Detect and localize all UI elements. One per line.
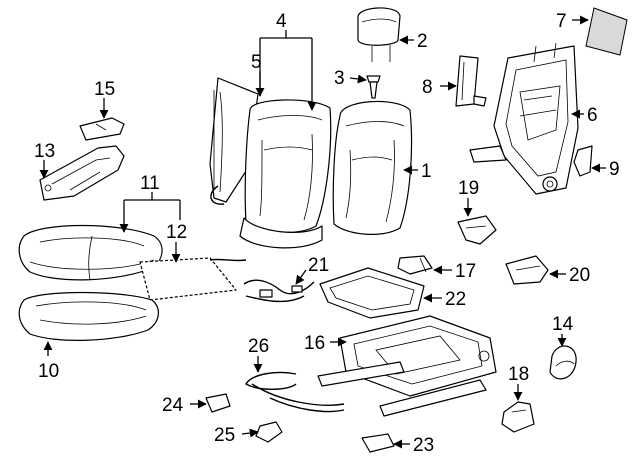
part-2-headrest (357, 7, 401, 62)
callout-4: 4 (276, 11, 287, 32)
callout-18: 18 (508, 364, 529, 385)
callout-8: 8 (422, 77, 433, 98)
callout-23: 23 (413, 435, 434, 456)
callout-1: 1 (421, 161, 432, 182)
callout-3: 3 (334, 68, 345, 89)
callout-20: 20 (569, 265, 590, 286)
part-21-wire-harness (243, 279, 315, 303)
part-11-cushion-cover (18, 224, 163, 281)
part-17-connector-cover (397, 255, 433, 275)
callout-25: 25 (214, 425, 235, 446)
callout-5: 5 (251, 52, 262, 73)
part-16-seat-track (317, 315, 497, 417)
part-23-cover (361, 433, 395, 453)
callout-22: 22 (445, 289, 466, 310)
part-26-lever (245, 371, 345, 413)
part-14-knob (549, 345, 577, 380)
part-8-side-airbag (455, 55, 487, 107)
part-9-hinge-cover (573, 145, 593, 177)
part-19-bracket (457, 215, 497, 245)
part-18-bracket (501, 401, 535, 433)
callout-7: 7 (556, 11, 567, 32)
callout-19: 19 (458, 178, 479, 199)
callout-26: 26 (248, 336, 269, 357)
callout-12: 12 (166, 222, 187, 243)
callout-14: 14 (552, 314, 574, 335)
callout-9: 9 (609, 159, 620, 180)
part-7-label-sheet (585, 7, 628, 56)
part-1-seatback-assembly (332, 100, 413, 235)
callout-16: 16 (304, 333, 325, 354)
part-6-seatback-frame (469, 42, 579, 195)
callout-24: 24 (162, 395, 184, 416)
part-3-headrest-guide (366, 75, 381, 99)
part-22-cushion-frame (319, 267, 425, 319)
part-20-bracket (505, 255, 549, 285)
callout-10: 10 (38, 361, 59, 382)
callout-11: 11 (140, 173, 160, 194)
callout-15: 15 (94, 79, 115, 100)
part-25-clip (255, 421, 283, 443)
callout-13: 13 (34, 141, 55, 162)
part-12-heater-mat (139, 257, 247, 301)
callout-17: 17 (455, 261, 476, 282)
part-4-seatback-cover (239, 99, 332, 249)
part-10-cushion-pad (18, 291, 159, 341)
callout-2: 2 (417, 31, 428, 52)
part-15-cover (79, 117, 125, 141)
leader-lines (39, 15, 606, 449)
part-13-side-shield (39, 145, 125, 201)
callout-21: 21 (308, 255, 329, 276)
part-24-clip (205, 393, 231, 413)
callout-6: 6 (587, 105, 598, 126)
